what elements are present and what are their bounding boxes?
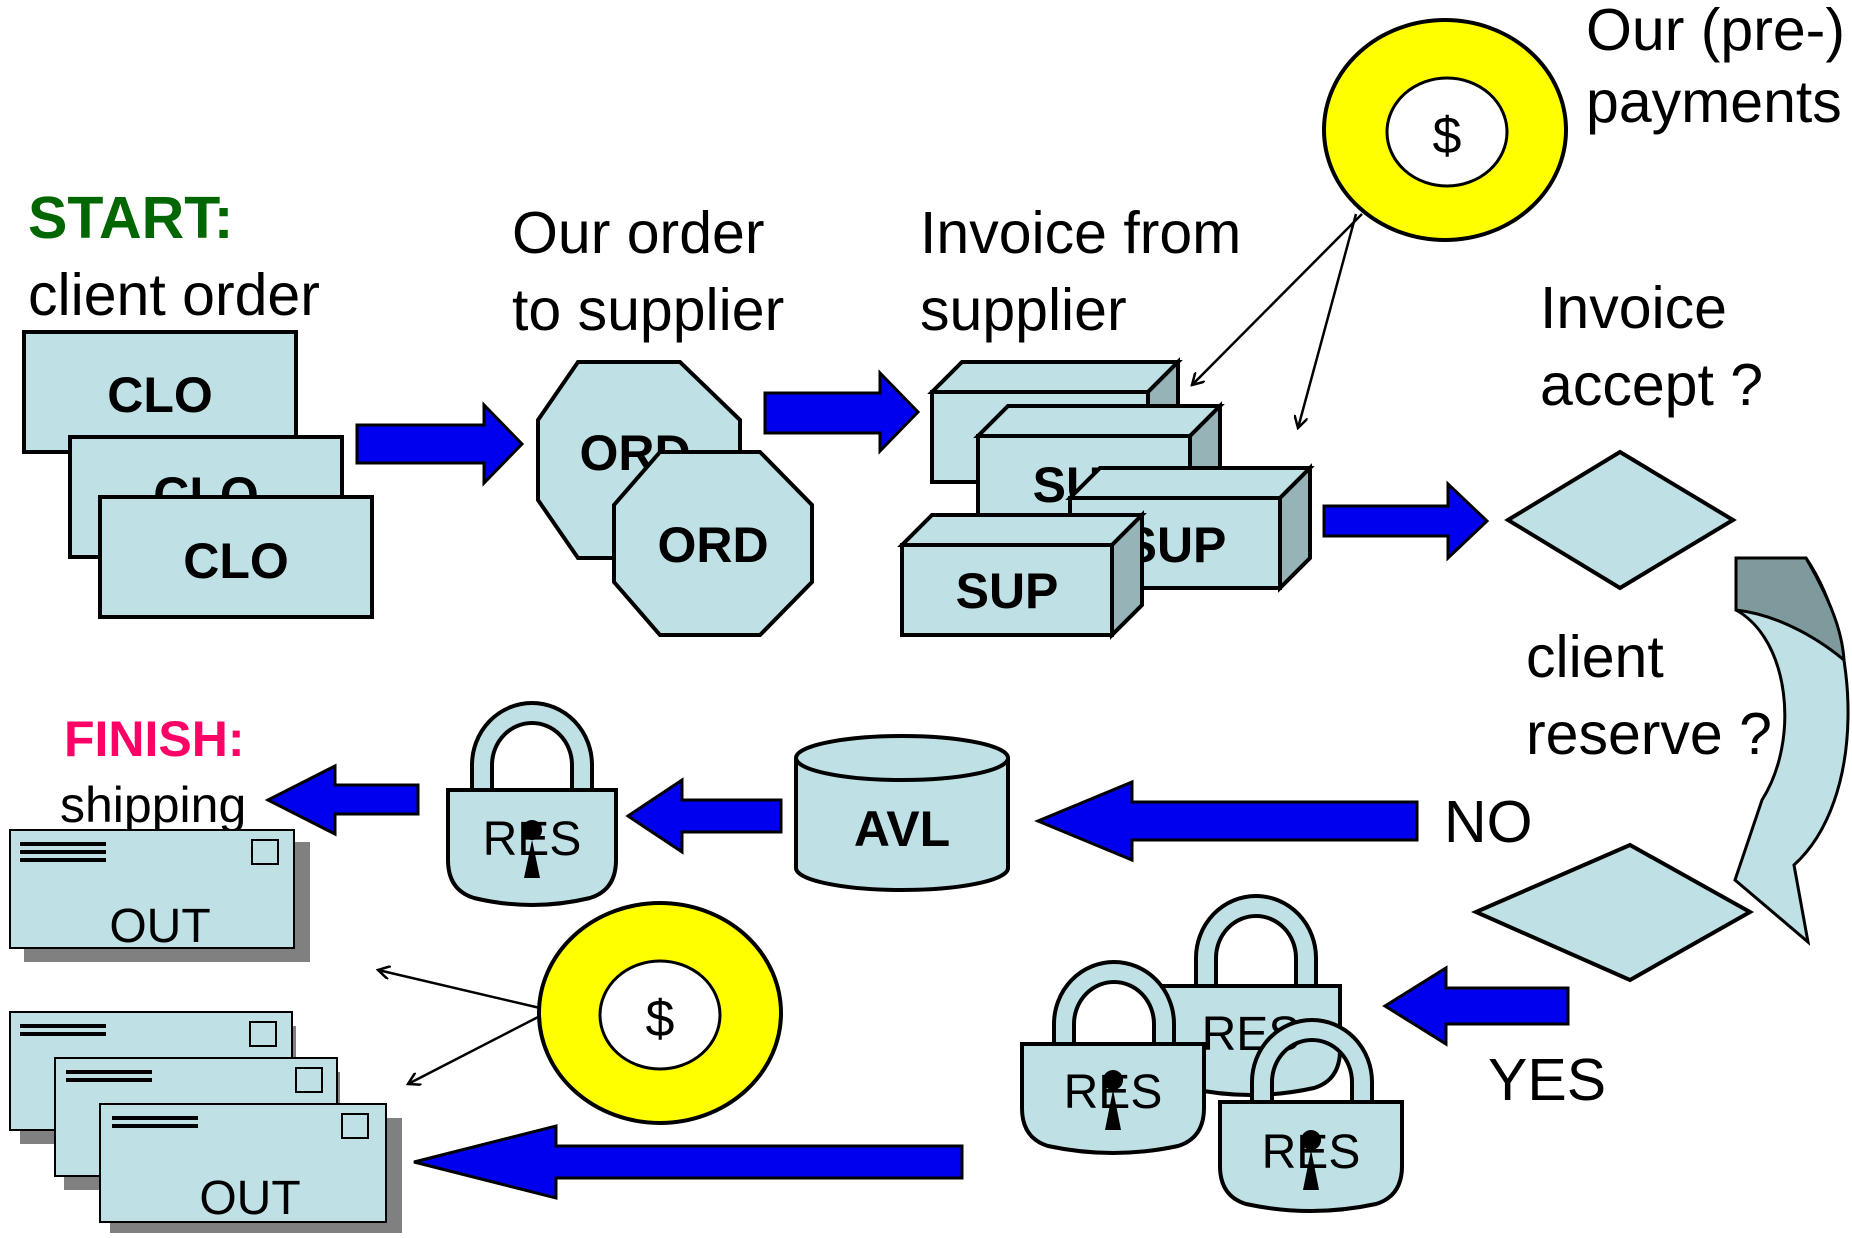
- stamp-box-1: [249, 1021, 277, 1047]
- out-label-single: OUT: [109, 900, 210, 953]
- client-reserve-diamond: [1471, 842, 1755, 983]
- sup-box-3-top: [1065, 466, 1315, 500]
- clo-label-1: CLO: [107, 367, 213, 423]
- arrow-avl-to-lock: [625, 777, 783, 855]
- sup-label-4: SUP: [956, 563, 1059, 619]
- sup-box-4-top: [897, 513, 1147, 547]
- keyhole-icon-lock3: [1301, 1130, 1322, 1190]
- address-line-5: [20, 1032, 106, 1036]
- client-reserve-label-line2: reserve ?: [1526, 701, 1772, 767]
- avl-top: [794, 734, 1010, 782]
- prepayment-coin: $: [1322, 18, 1568, 242]
- arrow-no-to-avl: [1034, 779, 1419, 863]
- client-order-label: client order: [28, 262, 320, 328]
- supplier-orders: ORD ORD: [536, 360, 814, 637]
- lock2-shackle: [1198, 898, 1314, 986]
- address-line-7: [66, 1078, 152, 1082]
- address-line-9: [112, 1124, 198, 1128]
- ord-octagon-2: [612, 450, 814, 637]
- lock3-shackle: [1254, 1022, 1370, 1102]
- start-label: START:: [28, 185, 233, 251]
- invoice-accept-diamond: [1504, 449, 1737, 591]
- invoice-from-label-line1: Invoice from: [920, 200, 1241, 266]
- available-stock-cylinder: AVL: [794, 734, 1010, 892]
- prepayments-label-line2: payments: [1586, 69, 1842, 135]
- arrow-ord-to-sup: [763, 369, 921, 455]
- payment-coin-center: [598, 959, 722, 1071]
- avl-bottom: [794, 867, 1010, 892]
- stamp-box-2: [295, 1067, 323, 1093]
- stamp-box-3: [341, 1113, 369, 1139]
- dollar-sign-bottom: $: [646, 990, 675, 1048]
- out-label-stack: OUT: [199, 1172, 300, 1225]
- clo-document-3: [98, 495, 374, 619]
- sup-box-2-top: [973, 404, 1225, 438]
- payment-arrow-1: [378, 970, 541, 1010]
- arrow-lock-to-finish: [264, 763, 420, 837]
- prepayment-coin-center: [1385, 76, 1509, 188]
- yes-label: YES: [1488, 1047, 1606, 1113]
- our-order-label-line2: to supplier: [512, 277, 784, 343]
- keyhole-icon-lock1: [1103, 1070, 1124, 1130]
- arrow-yes-to-locks: [1382, 965, 1570, 1047]
- shipment-single: OUT: [9, 829, 310, 962]
- payment-arrow-2: [408, 1014, 541, 1084]
- reserve-locks-group: RES RES RES: [1020, 894, 1404, 1213]
- clo-label-3: CLO: [183, 533, 289, 589]
- invoice-from-label-line2: supplier: [920, 277, 1127, 343]
- out-envelope-3: [99, 1103, 387, 1223]
- shipping-label: shipping: [60, 777, 246, 833]
- reserve-lock-single: RES: [446, 701, 618, 907]
- curved-arrow-shade: [1734, 556, 1846, 664]
- invoice-accept-label-line2: accept ?: [1540, 352, 1763, 418]
- our-order-label-line1: Our order: [512, 200, 764, 266]
- address-line-6: [66, 1070, 152, 1074]
- ord-label-2: ORD: [657, 517, 768, 573]
- prepayment-arrow-1: [1192, 213, 1363, 385]
- stamp-box: [251, 839, 279, 865]
- supplier-invoices: SUP SUP SUP: [897, 357, 1315, 640]
- prepayment-arrow-2: [1298, 213, 1358, 428]
- sup-box-4-front: [900, 543, 1114, 637]
- client-reserve-label-line1: client: [1526, 624, 1664, 690]
- keyhole-icon: [522, 820, 543, 878]
- out-envelope-single: [9, 829, 295, 949]
- arrow-locks-to-out: [413, 1124, 964, 1200]
- client-order-documents: CLO CLO CLO: [22, 330, 374, 619]
- prepayments-label-line1: Our (pre-): [1586, 0, 1845, 63]
- shipment-stack: OUT: [9, 1011, 402, 1233]
- no-label: NO: [1444, 789, 1533, 855]
- clo-document-1: [22, 330, 298, 454]
- lock-shackle: [474, 705, 590, 790]
- avl-label: AVL: [854, 801, 950, 857]
- address-line-1: [20, 842, 106, 846]
- finish-label: FINISH:: [64, 711, 245, 767]
- address-line-8: [112, 1116, 198, 1120]
- arrow-clo-to-ord: [355, 401, 525, 487]
- address-line-2: [20, 850, 106, 854]
- dollar-sign-top: $: [1433, 107, 1462, 165]
- arrow-sup-to-accept: [1322, 480, 1490, 562]
- payment-coin: $: [537, 901, 783, 1125]
- lock1-shackle: [1056, 964, 1172, 1044]
- address-line-3: [20, 858, 106, 862]
- address-line-4: [20, 1024, 106, 1028]
- sup-box-1-top: [927, 360, 1183, 394]
- invoice-accept-label-line1: Invoice: [1540, 275, 1727, 341]
